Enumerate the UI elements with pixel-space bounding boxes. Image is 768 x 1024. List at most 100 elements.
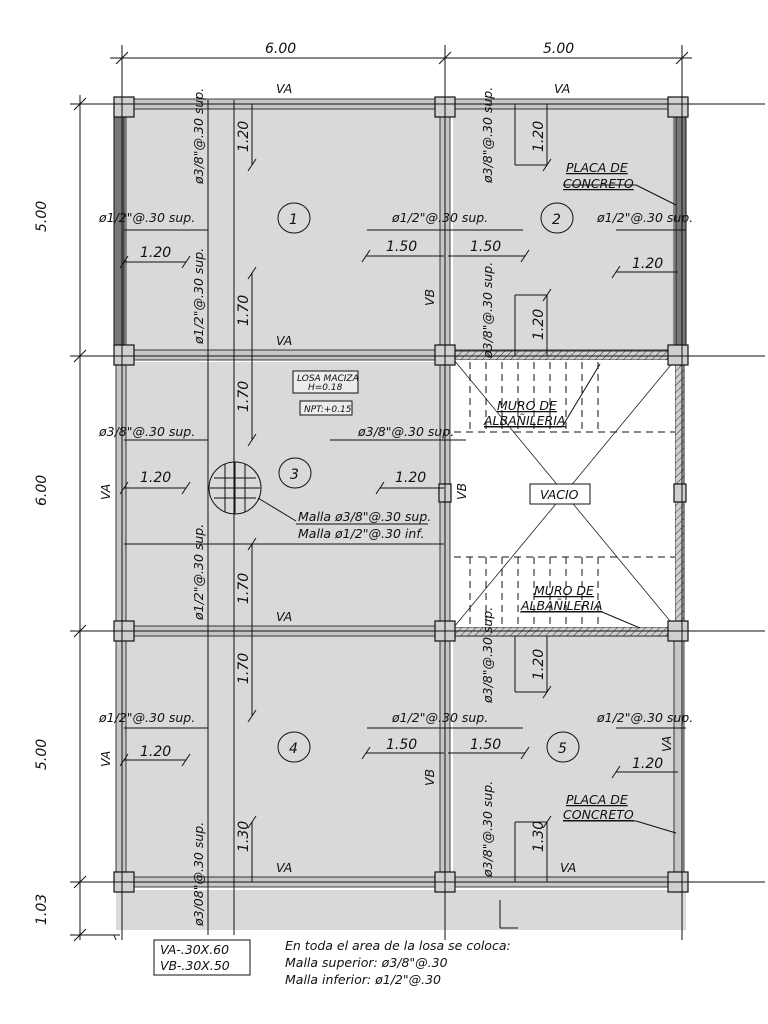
stair-upper (454, 362, 675, 433)
dim-left-5a: 5.00 (34, 201, 50, 232)
beam-label: VA (98, 484, 113, 500)
rebar-label: ø3/8"@.30 sup. (480, 607, 495, 704)
rebar-label: ø3/8"@.30 sup. (357, 424, 454, 439)
rebar-label: ø1/2"@.30 sup. (191, 524, 206, 621)
dim-left-5b: 5.00 (34, 739, 50, 770)
rebar-label: ø3/8"@.30 sup. (480, 262, 495, 359)
beam-label: VA (98, 751, 113, 767)
slab-circle-2 (540, 202, 574, 234)
legend-box (153, 939, 251, 976)
rebar-lines (119, 100, 686, 935)
muro-label-top-1: MURO DE (497, 398, 557, 413)
npt-box (299, 400, 353, 416)
vacio-box (529, 483, 591, 505)
npt-label: NPT:+0.15 (304, 405, 352, 415)
malla-sup-label: Malla ø3/8"@.30 sup. (298, 509, 431, 524)
top-dimension-line (110, 51, 692, 65)
length-label: 1.30 (531, 821, 547, 852)
length-label: 1.20 (140, 744, 171, 760)
losa-label-2: H=0.18 (308, 383, 343, 393)
beam-label: VA (276, 81, 292, 96)
muro-label-bottom-2: ALBAÑILERIA (520, 598, 602, 613)
length-label: 1.20 (395, 470, 426, 486)
length-label: 1.20 (140, 470, 171, 486)
slab-circle-4 (277, 731, 311, 763)
beam-label: VA (659, 736, 674, 752)
stair-lower (454, 556, 675, 626)
slab-circle-3 (278, 457, 312, 489)
note-line-2: Malla superior: ø3/8"@.30 (285, 955, 448, 970)
length-label: 1.20 (531, 309, 547, 340)
beam-label: VA (276, 609, 292, 624)
length-label: 1.30 (236, 821, 252, 852)
malla-inf-label: Malla ø1/2"@.30 inf. (298, 526, 424, 541)
slab-cantilever (116, 890, 686, 930)
slab-circle-1 (277, 202, 311, 234)
slab-panel-4 (124, 636, 444, 880)
beam-label: VA (276, 860, 292, 875)
slab-number-5: 5 (558, 741, 567, 757)
length-label: 1.50 (386, 737, 417, 753)
dim-left-6: 6.00 (34, 475, 50, 506)
rebar-label: ø3/8"@.30 sup. (480, 87, 495, 184)
beam-label: VB (454, 483, 469, 500)
slab-panel-5 (453, 636, 677, 880)
muro-leader-top-arrow (561, 363, 601, 428)
rebar-label: ø1/2"@.30 sup. (596, 210, 693, 225)
beam-label: VB (422, 289, 437, 306)
length-label: 1.70 (236, 295, 252, 326)
placa-label-top-2: CONCRETO (563, 176, 634, 191)
slab-circle-5 (546, 731, 580, 763)
beam-label: VA (554, 81, 570, 96)
muro-label-top-2: ALBAÑILERIA (483, 413, 565, 428)
rebar-label: ø1/2"@.30 sup. (391, 210, 488, 225)
length-label: 1.50 (470, 737, 501, 753)
placa-leader-top-arrow (635, 184, 677, 206)
slab-number-2: 2 (552, 212, 561, 228)
placa-label-top-1: PLACA DE (566, 160, 628, 175)
dim-top-5: 5.00 (543, 41, 574, 57)
losa-label-1: LOSA MACIZA (297, 374, 359, 384)
rebar-label: ø3/8"@.30 sup. (191, 88, 206, 185)
rebar-label: ø3/08"@.30 sup. (191, 822, 206, 927)
rebar-label: ø3/8"@.30 sup. (480, 781, 495, 878)
length-label: 1.20 (531, 649, 547, 680)
muro-leader-bottom-arrow (601, 611, 641, 629)
beam-label: VA (560, 860, 576, 875)
length-label: 1.20 (632, 256, 663, 272)
left-dimension-line (73, 95, 87, 942)
length-label: 1.20 (140, 245, 171, 261)
length-label: 1.70 (236, 573, 252, 604)
rebar-label: ø3/8"@.30 sup. (98, 424, 195, 439)
losa-maciza-box (292, 370, 359, 394)
note-line-3: Malla inferior: ø1/2"@.30 (285, 972, 441, 987)
slab-panel-3 (124, 362, 444, 628)
legend-vb: VB-.30X.50 (160, 958, 230, 973)
beam-label: VA (276, 333, 292, 348)
slab-number-4: 4 (289, 741, 298, 757)
length-label: 1.50 (470, 239, 501, 255)
slab-number-1: 1 (289, 212, 298, 228)
note-line-1: En toda el area de la losa se coloca: (285, 938, 511, 953)
mesh-detail-circle (208, 461, 428, 525)
rebar-label: ø1/2"@.30 sup. (98, 210, 195, 225)
length-label: 1.20 (236, 121, 252, 152)
length-label: 1.70 (236, 653, 252, 684)
beam-label: VB (422, 769, 437, 786)
length-label: 1.70 (236, 381, 252, 412)
length-label: 1.20 (632, 756, 663, 772)
placa-leader-bottom-arrow (635, 820, 677, 834)
dim-top-6: 6.00 (265, 41, 296, 57)
length-label: 1.20 (531, 121, 547, 152)
rebar-label: ø1/2"@.30 sup. (596, 710, 693, 725)
length-label: 1.50 (386, 239, 417, 255)
legend-va: VA-.30X.60 (160, 942, 229, 957)
dim-left-103: 1.03 (34, 894, 50, 925)
rebar-label: ø1/2"@.30 sup. (391, 710, 488, 725)
slab-number-3: 3 (290, 467, 299, 483)
rebar-label: ø1/2"@.30 sup. (98, 710, 195, 725)
placa-label-bottom-1: PLACA DE (566, 792, 628, 807)
rebar-label: ø1/2"@.30 sup. (191, 248, 206, 345)
muro-label-bottom-1: MURO DE (534, 583, 594, 598)
